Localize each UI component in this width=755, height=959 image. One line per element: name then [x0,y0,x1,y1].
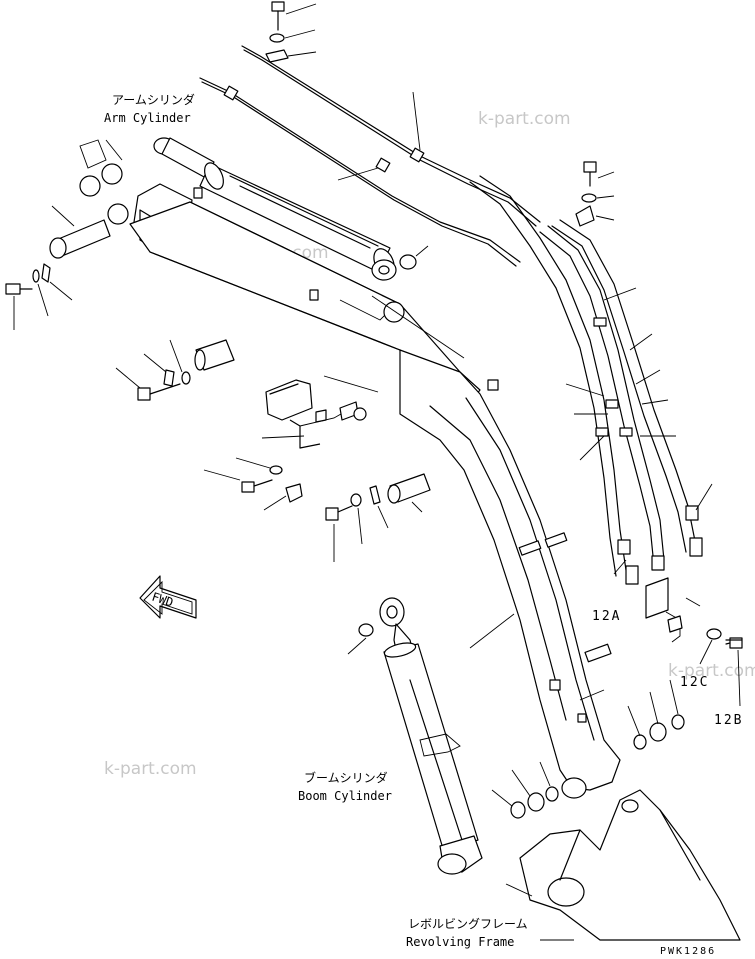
drawing-code: PWK1286 [660,946,716,957]
boom-cylinder [347,597,483,875]
lamp-bolt-group [203,457,303,511]
boom-hydraulic-lines [469,175,713,585]
right-bracket-assembly [645,577,743,707]
revolving-frame-label-jp: レボルビングフレーム [408,917,528,931]
arm-cylinder-label-en: Arm Cylinder [104,111,191,125]
revolving-frame-label-en: Revolving Frame [406,935,514,949]
middle-pin-assembly [115,339,235,401]
watermark-lower-left: k-part.com [104,759,197,779]
arm-cylinder-label-jp: アームシリンダ [112,92,195,107]
part-number-12a: 12A [592,609,621,624]
arm-cylinder [153,137,429,281]
boom-foot-spacers [491,679,685,819]
boom-cylinder-label-en: Boom Cylinder [298,789,392,803]
part-number-12b: 12B [714,713,743,728]
boom-cylinder-label-jp: ブームシリンダ [304,770,388,785]
forward-direction-arrow: FWD [139,575,197,619]
revolving-frame [505,789,741,941]
center-pin-assembly [325,473,431,562]
left-bolt-group [5,263,73,330]
watermark-top-right: k-part.com [478,109,571,129]
work-lamp [261,375,379,449]
right-top-bolt [575,161,615,227]
watermark-lower-right: k-part.com [668,661,755,681]
boom-structure [399,349,621,799]
top-bolt-assembly [265,1,317,63]
fwd-label: FWD [150,590,175,610]
part-number-12c: 12C [680,675,709,690]
